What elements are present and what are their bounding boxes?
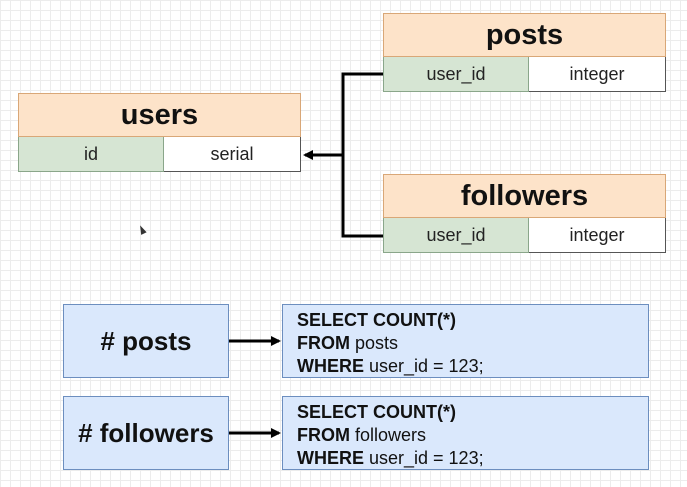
posts-table[interactable]: posts user_id integer	[383, 13, 666, 92]
followers-to-users-connector	[341, 155, 383, 238]
query-line: SELECT COUNT(*)	[297, 401, 648, 424]
posts-column-type: integer	[529, 57, 666, 92]
followers-table[interactable]: followers user_id integer	[383, 174, 666, 253]
users-table-row: id serial	[18, 137, 301, 172]
posts-metric-box[interactable]: # posts	[63, 304, 229, 378]
query-value: user_id = 123;	[364, 356, 484, 376]
posts-table-header: posts	[383, 13, 666, 57]
query-keyword: SELECT COUNT(*)	[297, 402, 456, 422]
followers-column-name: user_id	[383, 218, 529, 253]
query-line: FROM followers	[297, 424, 648, 447]
posts-table-row: user_id integer	[383, 57, 666, 92]
followers-metric-box[interactable]: # followers	[63, 396, 229, 470]
query-value: user_id = 123;	[364, 448, 484, 468]
query-line: FROM posts	[297, 332, 648, 355]
query-keyword: WHERE	[297, 356, 364, 376]
users-column-name: id	[18, 137, 164, 172]
followers-query-box[interactable]: SELECT COUNT(*) FROM followers WHERE use…	[282, 396, 649, 470]
posts-query-box[interactable]: SELECT COUNT(*) FROM posts WHERE user_id…	[282, 304, 649, 378]
query-keyword: FROM	[297, 425, 350, 445]
posts-to-users-connector	[341, 72, 383, 155]
query-keyword: SELECT COUNT(*)	[297, 310, 456, 330]
query-value: posts	[350, 333, 399, 353]
query-line: WHERE user_id = 123;	[297, 447, 648, 470]
users-column-type: serial	[164, 137, 301, 172]
query-value: followers	[350, 425, 427, 445]
followers-table-row: user_id integer	[383, 218, 666, 253]
followers-column-type: integer	[529, 218, 666, 253]
followers-table-header: followers	[383, 174, 666, 218]
users-table-header: users	[18, 93, 301, 137]
query-line: WHERE user_id = 123;	[297, 355, 648, 378]
query-keyword: FROM	[297, 333, 350, 353]
query-keyword: WHERE	[297, 448, 364, 468]
query-line: SELECT COUNT(*)	[297, 309, 648, 332]
users-table[interactable]: users id serial	[18, 93, 301, 172]
posts-column-name: user_id	[383, 57, 529, 92]
